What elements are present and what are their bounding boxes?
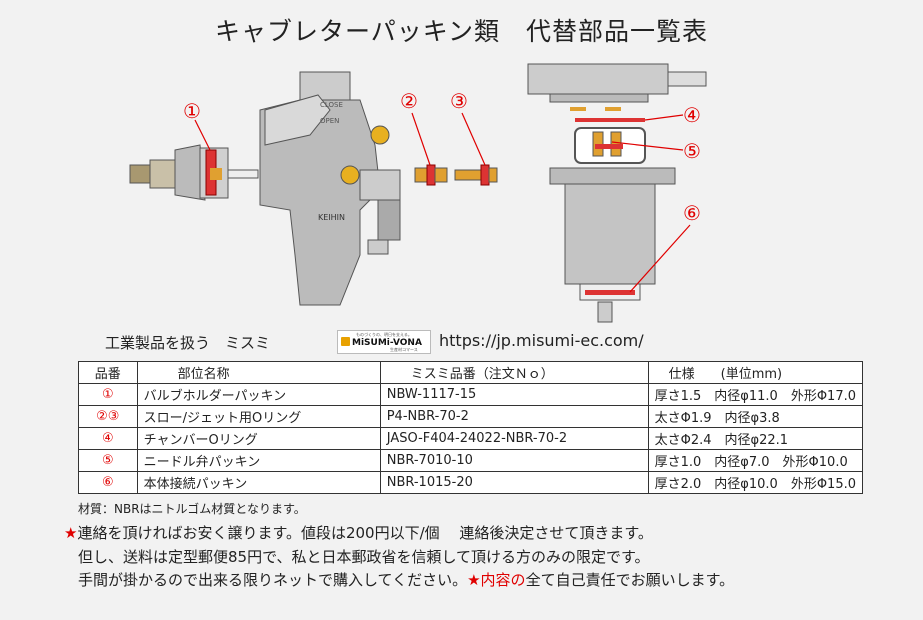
screw-icon bbox=[370, 125, 390, 145]
logo-tagline: ものづくりの、明日を支える。 bbox=[356, 332, 412, 337]
note-text-1: 連絡を頂ければお安く譲ります。値段は200円以下/個 連絡後決定させて頂きます。 bbox=[77, 524, 653, 542]
header-code: ミスミ品番（注文Ｎｏ） bbox=[379, 361, 649, 384]
cell-spec: 厚さ1.0 内径φ7.0 外形Φ10.0 bbox=[647, 449, 864, 472]
cell-num: ②③ bbox=[78, 405, 138, 428]
note-text-3-red: ★内容の bbox=[467, 571, 526, 589]
cell-code: NBR-1015-20 bbox=[379, 471, 649, 494]
table-row: ① バルブホルダーパッキン NBW-1117-15 厚さ1.5 内径φ11.0 … bbox=[78, 383, 864, 406]
maker-label: 工業製品を扱う ミスミ bbox=[105, 334, 271, 352]
cell-name: バルブホルダーパッキン bbox=[136, 383, 381, 406]
page-title: キャブレターパッキン類 代替部品一覧表 bbox=[214, 17, 708, 46]
table-row: ⑤ ニードル弁パッキン NBR-7010-10 厚さ1.0 内径φ7.0 外形Φ… bbox=[78, 449, 864, 472]
note-text-3a: 手間が掛かるので出来る限りネットで購入してください。 bbox=[78, 571, 468, 589]
cell-spec: 厚さ1.5 内径φ11.0 外形Φ17.0 bbox=[647, 383, 864, 406]
cell-name: チャンバーOリング bbox=[136, 427, 381, 450]
table-row: ⑥ 本体接続パッキン NBR-1015-20 厚さ2.0 内径φ10.0 外形Φ… bbox=[78, 471, 864, 494]
header-name: 部位名称 bbox=[136, 361, 381, 384]
note-line-3: 手間が掛かるので出来る限りネットで購入してください。★内容の全て自己責任でお願い… bbox=[78, 569, 734, 590]
cell-num: ⑥ bbox=[78, 471, 138, 494]
cell-num: ⑤ bbox=[78, 449, 138, 472]
cell-code: NBR-7010-10 bbox=[379, 449, 649, 472]
cell-name: スロー/ジェット用Oリング bbox=[136, 405, 381, 428]
carburetor-side-view: CLOSE OPEN KEIHIN bbox=[129, 71, 498, 306]
main-jet-oring bbox=[480, 164, 490, 186]
parts-table: 品番 部位名称 ミスミ品番（注文Ｎｏ） 仕様 (単位mm) ① バルブホルダーパ… bbox=[78, 361, 864, 494]
table-header-row: 品番 部位名称 ミスミ品番（注文Ｎｏ） 仕様 (単位mm) bbox=[78, 361, 864, 384]
label-4: ④ bbox=[683, 103, 701, 127]
logo-name: MiSUMi-VONA bbox=[352, 338, 422, 348]
table-row: ②③ スロー/ジェット用Oリング P4-NBR-70-2 太さΦ1.9 内径φ3… bbox=[78, 405, 864, 428]
cell-name: ニードル弁パッキン bbox=[136, 449, 381, 472]
cell-code: NBW-1117-15 bbox=[379, 383, 649, 406]
logo-mark-icon bbox=[341, 337, 350, 346]
body-connection-packing bbox=[585, 290, 635, 295]
misumi-logo: ものづくりの、明日を支える。 MiSUMi-VONA 生産材コマース bbox=[337, 330, 431, 354]
table-row: ④ チャンバーOリング JASO-F404-24022-NBR-70-2 太さΦ… bbox=[78, 427, 864, 450]
maker-info: 工業製品を扱う ミスミ ものづくりの、明日を支える。 MiSUMi-VONA 生… bbox=[105, 330, 825, 354]
label-3: ③ bbox=[450, 89, 468, 113]
carburetor-front-view bbox=[527, 63, 707, 323]
open-text: OPEN bbox=[320, 117, 339, 125]
screw-icon bbox=[340, 165, 360, 185]
label-5: ⑤ bbox=[683, 139, 701, 163]
needle-valve-packing bbox=[595, 144, 623, 149]
brand-text: KEIHIN bbox=[318, 213, 345, 222]
cell-spec: 厚さ2.0 内径φ10.0 外形Φ15.0 bbox=[647, 471, 864, 494]
label-6: ⑥ bbox=[683, 201, 701, 225]
cell-name: 本体接続パッキン bbox=[136, 471, 381, 494]
header-spec: 仕様 (単位mm) bbox=[647, 361, 864, 384]
note-line-2: 但し、送料は定型郵便85円で、私と日本郵政省を信頼して頂ける方のみの限定です。 bbox=[78, 548, 650, 566]
misumi-url: https://jp.misumi-ec.com/ bbox=[439, 331, 644, 350]
carburetor-diagram: CLOSE OPEN KEIHIN bbox=[129, 63, 707, 323]
cell-num: ① bbox=[78, 383, 138, 406]
header-num: 品番 bbox=[78, 361, 138, 384]
logo-subtitle: 生産材コマース bbox=[390, 347, 418, 352]
cell-spec: 太さΦ2.4 内径φ22.1 bbox=[647, 427, 864, 450]
cell-spec: 太さΦ1.9 内径φ3.8 bbox=[647, 405, 864, 428]
slow-jet-oring bbox=[426, 164, 436, 186]
star-icon: ★ bbox=[64, 524, 78, 542]
label-2: ② bbox=[400, 89, 418, 113]
material-note: 材質：NBRはニトルゴム材質となります。 bbox=[78, 502, 306, 516]
close-text: CLOSE bbox=[320, 101, 343, 109]
note-text-3b: 全て自己責任でお願いします。 bbox=[525, 571, 735, 589]
cell-code: JASO-F404-24022-NBR-70-2 bbox=[379, 427, 649, 450]
cell-code: P4-NBR-70-2 bbox=[379, 405, 649, 428]
cell-num: ④ bbox=[78, 427, 138, 450]
label-1: ① bbox=[183, 99, 201, 123]
note-line-1: ★連絡を頂ければお安く譲ります。値段は200円以下/個 連絡後決定させて頂きます… bbox=[64, 522, 653, 543]
